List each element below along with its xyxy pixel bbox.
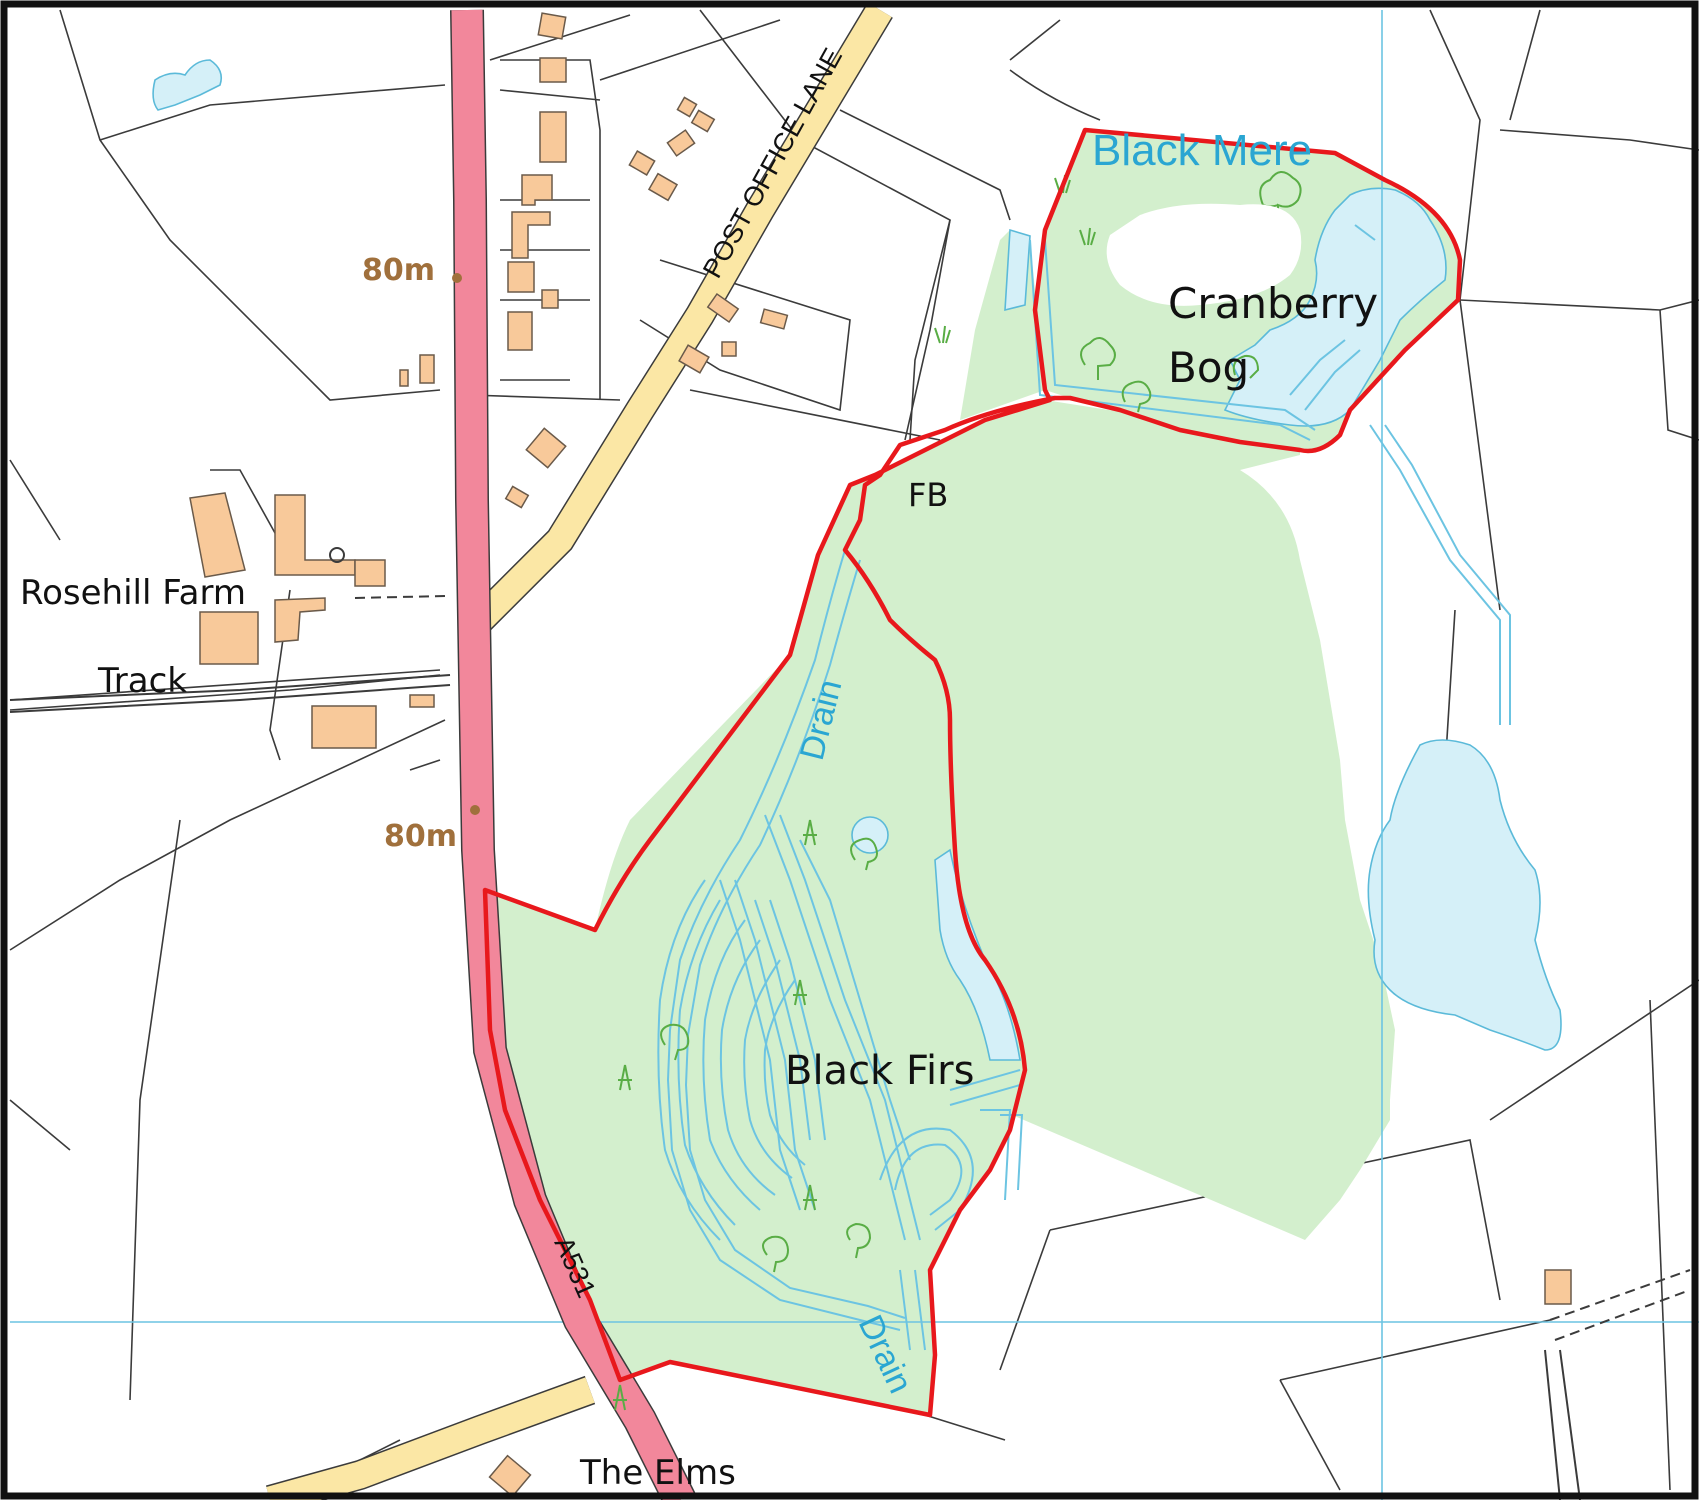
- label-post-office-lane: POST OFFICE LANE: [697, 43, 848, 283]
- label-height-south: 80m: [384, 819, 457, 854]
- label-bog: Bog: [1168, 343, 1249, 392]
- boundary-black-firs: [482, 127, 1463, 1418]
- label-fb: FB: [908, 476, 948, 514]
- spot-height-south: [470, 805, 480, 815]
- site-boundary: [482, 127, 1463, 1418]
- label-black-firs: Black Firs: [785, 1048, 974, 1094]
- pond-east: [1367, 739, 1562, 1051]
- water-bodies: [152, 59, 1562, 1061]
- label-height-north: 80m: [362, 253, 435, 288]
- drains: [657, 224, 1511, 1351]
- label-black-mere: Black Mere: [1092, 126, 1312, 175]
- pond-northwest: [152, 59, 223, 111]
- label-cranberry: Cranberry: [1168, 279, 1378, 328]
- label-track: Track: [97, 661, 187, 701]
- open-moor: [1106, 203, 1302, 306]
- buildings: [189, 12, 1572, 1498]
- minor-roads: [9, 2, 1691, 1500]
- label-the-elms: The Elms: [579, 1453, 736, 1493]
- wood-strip: [960, 230, 1045, 420]
- rosehill-track: [9, 674, 451, 701]
- height-markers: [452, 273, 480, 815]
- black-mere-lake: [1223, 187, 1447, 427]
- spot-height-north: [452, 273, 462, 283]
- wet-strip-north: [1004, 228, 1031, 312]
- black-firs-fill: [485, 555, 1025, 1415]
- label-rosehill-farm: Rosehill Farm: [20, 573, 246, 613]
- pond-firs: [851, 816, 889, 854]
- grid-lines: [10, 10, 1699, 1500]
- wet-strip-firs: [934, 848, 1021, 1061]
